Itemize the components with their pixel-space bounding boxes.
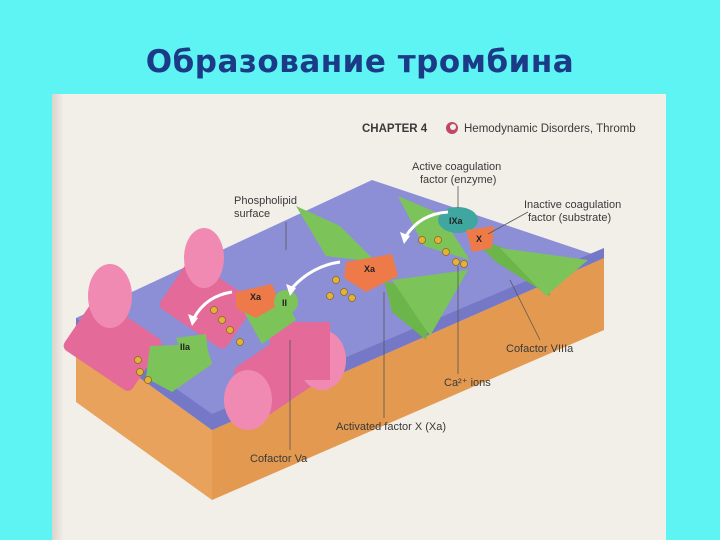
factor-ii-label: II — [282, 298, 287, 308]
factor-ixa-label: IXa — [449, 216, 464, 226]
ca-ions-label: Ca²⁺ ions — [444, 377, 491, 389]
factor-iia-label: IIa — [180, 342, 191, 352]
running-title: Hemodynamic Disorders, Thromb — [464, 123, 636, 135]
inactive-factor-label-line1: Inactive coagulation — [524, 199, 621, 211]
factor-xa-mid-label: Xa — [364, 264, 376, 274]
factor-xa-left-label: Xa — [250, 292, 262, 302]
factor-ii: II — [274, 290, 298, 314]
cofactor-viiia-label: Cofactor VIIIa — [506, 343, 574, 355]
factor-x-label: X — [476, 234, 482, 244]
chapter-icon — [446, 122, 458, 134]
inactive-factor-label-line2: factor (substrate) — [528, 212, 611, 224]
cofactor-va-label: Cofactor Va — [250, 453, 308, 465]
activated-x-label: Activated factor X (Xa) — [336, 421, 446, 433]
active-factor-label-line1: Active coagulation — [412, 161, 501, 173]
chapter-label: CHAPTER 4 — [362, 123, 428, 135]
phospholipid-label-line1: Phospholipid — [234, 195, 297, 207]
active-factor-label-line2: factor (enzyme) — [420, 174, 496, 186]
phospholipid-label-line2: surface — [234, 208, 270, 220]
